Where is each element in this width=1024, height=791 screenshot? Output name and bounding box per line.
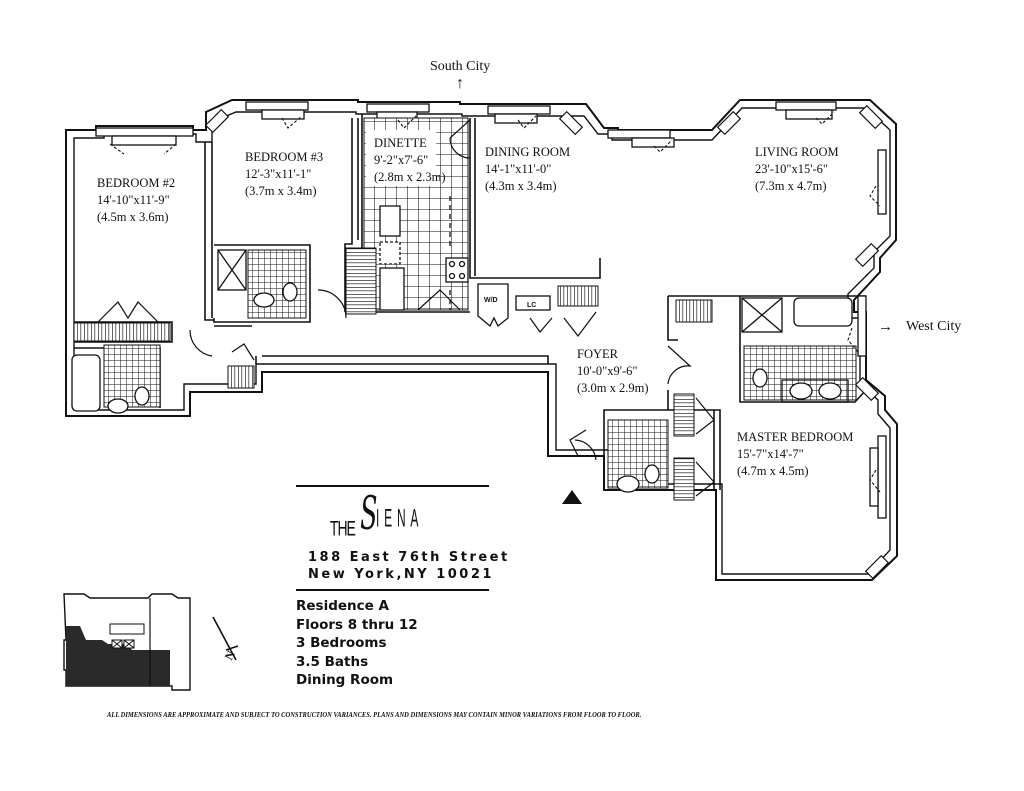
bathtub: [71, 354, 101, 412]
sink: [253, 292, 275, 308]
room-label-master-bedroom: MASTER BEDROOM 15'-7"x14'-7" (4.7m x 4.5…: [737, 429, 853, 480]
room-name: BEDROOM #3: [245, 150, 324, 164]
shower: [741, 297, 783, 333]
toilet: [644, 464, 660, 484]
windows: [95, 101, 887, 519]
room-dimensions-imperial: 10'-0"x9'-6": [577, 364, 638, 378]
washer-dryer-closet: [477, 283, 509, 328]
sink: [789, 382, 813, 400]
refrigerator: [379, 267, 405, 311]
entry-marker-icon: [562, 490, 582, 504]
doors: [97, 119, 715, 497]
residence-bedrooms: 3 Bedrooms: [296, 635, 387, 651]
brand-bottom-rule: [296, 589, 489, 591]
address-line-2: New York,NY 10021: [308, 567, 494, 582]
bathtub: [793, 297, 853, 327]
disclaimer: ALL DIMENSIONS ARE APPROXIMATE AND SUBJE…: [107, 711, 642, 719]
south-city-label: South City: [430, 59, 491, 74]
dinette-label-bg: [366, 130, 436, 186]
fixtures: [71, 196, 853, 493]
room-dimensions-metric: (2.8m x 2.3m): [374, 170, 446, 184]
toilet: [752, 368, 768, 388]
bath3-tile: [247, 249, 307, 319]
residence-facts: Residence A Floors 8 thru 12 3 Bedrooms …: [296, 597, 418, 690]
west-city-label: West City: [906, 319, 962, 334]
room-label-living-room: LIVING ROOM 23'-10"x15'-6" (7.3m x 4.7m): [755, 144, 839, 195]
room-dimensions-imperial: 23'-10"x15'-6": [755, 162, 829, 176]
brand-iena: IENA: [376, 505, 424, 533]
corner-windows: [204, 104, 890, 580]
room-dimensions-imperial: 15'-7"x14'-7": [737, 447, 804, 461]
room-label-foyer: FOYER 10'-0"x9'-6" (3.0m x 2.9m): [577, 346, 649, 397]
toilet: [282, 282, 298, 302]
residence-name: Residence A: [296, 598, 389, 614]
up-arrow-icon: ↑: [456, 75, 464, 92]
linen-closet-label: LC: [527, 302, 537, 309]
north-arrow-icon: [212, 616, 239, 661]
stove: [445, 257, 469, 283]
room-name: BEDROOM #2: [97, 176, 176, 190]
room-label-dining-room: DINING ROOM 14'-1"x11'-0" (4.3m x 3.4m): [485, 144, 570, 195]
linen-closet: [515, 295, 551, 311]
room-name: DINING ROOM: [485, 145, 571, 159]
room-label-bedroom-3: BEDROOM #3 12'-3"x11'-1" (3.7m x 3.4m): [245, 149, 323, 200]
brand-top-rule: [296, 485, 489, 487]
room-dimensions-imperial: 14'-10"x11'-9": [97, 193, 170, 207]
room-dimensions-metric: (3.7m x 3.4m): [245, 184, 317, 198]
brand-s: S: [359, 486, 378, 540]
washer-dryer-label: W/D: [484, 297, 498, 304]
residence-feature: Dining Room: [296, 672, 394, 688]
interior-walls: [74, 114, 867, 490]
room-dimensions-metric: (4.7m x 4.5m): [737, 464, 809, 478]
exterior-walls: [65, 99, 898, 581]
room-name: DINETTE: [374, 136, 427, 150]
room-name: MASTER BEDROOM: [737, 430, 854, 444]
key-plan: [63, 593, 191, 691]
sink: [818, 382, 842, 400]
kitchen-sink: [379, 205, 401, 237]
room-dimensions-imperial: 9'-2"x7'-6": [374, 153, 429, 167]
residence-floors: Floors 8 thru 12: [296, 616, 418, 633]
bath2-tile: [103, 344, 161, 408]
room-dimensions-metric: (4.3m x 3.4m): [485, 179, 557, 193]
room-dimensions-metric: (4.5m x 3.6m): [97, 210, 169, 224]
brand-the: THE: [329, 516, 356, 540]
window-swings: [109, 111, 881, 493]
room-dimensions-imperial: 14'-1"x11'-0": [485, 162, 552, 176]
room-name: LIVING ROOM: [755, 145, 839, 159]
room-label-bedroom-2: BEDROOM #2 14'-10"x11'-9" (4.5m x 3.6m): [97, 175, 175, 226]
dishwasher: [379, 241, 401, 265]
room-dimensions-metric: (7.3m x 4.7m): [755, 179, 827, 193]
closets: [73, 247, 713, 501]
toilet: [134, 386, 150, 406]
right-arrow-icon: →: [878, 319, 893, 335]
room-name: FOYER: [577, 347, 618, 361]
room-dimensions-imperial: 12'-3"x11'-1": [245, 167, 312, 181]
room-label-dinette: DINETTE 9'-2"x7'-6" (2.8m x 2.3m): [374, 135, 446, 186]
room-dimensions-metric: (3.0m x 2.9m): [577, 381, 649, 395]
address-line-1: 188 East 76th Street: [308, 550, 510, 565]
shower: [217, 249, 247, 291]
residence-baths: 3.5 Baths: [296, 653, 369, 670]
sink: [616, 475, 640, 493]
vanity: [781, 379, 849, 403]
sink: [107, 398, 129, 414]
